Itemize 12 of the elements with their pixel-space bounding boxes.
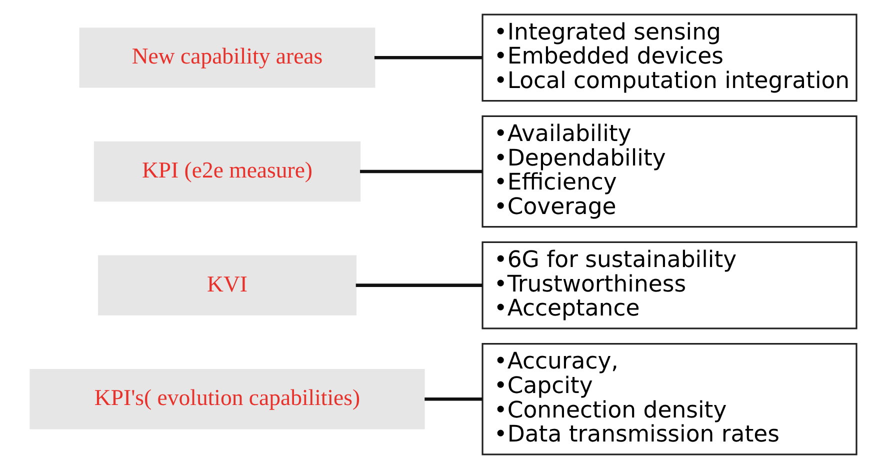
node-box: •Integrated sensing •Embedded devices •Local computation integration bbox=[481, 14, 857, 102]
node-box: New capability areas bbox=[78, 28, 375, 88]
node-box: KVI bbox=[97, 255, 356, 316]
node-box: •Accuracy, •Capcity •Connection density •Data transmission rates bbox=[481, 343, 857, 456]
node-box: •Availability •Dependability •Efficiency •Coverage bbox=[481, 115, 857, 228]
connector bbox=[424, 398, 482, 401]
connector bbox=[360, 170, 482, 174]
node-box: KPI's( evolution capabilities) bbox=[29, 369, 424, 430]
connector bbox=[355, 284, 482, 287]
node-box: KPI (e2e measure) bbox=[93, 141, 360, 202]
connector bbox=[374, 56, 482, 60]
node-box: •6G for sustainability •Trustworthiness •Acceptance bbox=[481, 241, 857, 330]
